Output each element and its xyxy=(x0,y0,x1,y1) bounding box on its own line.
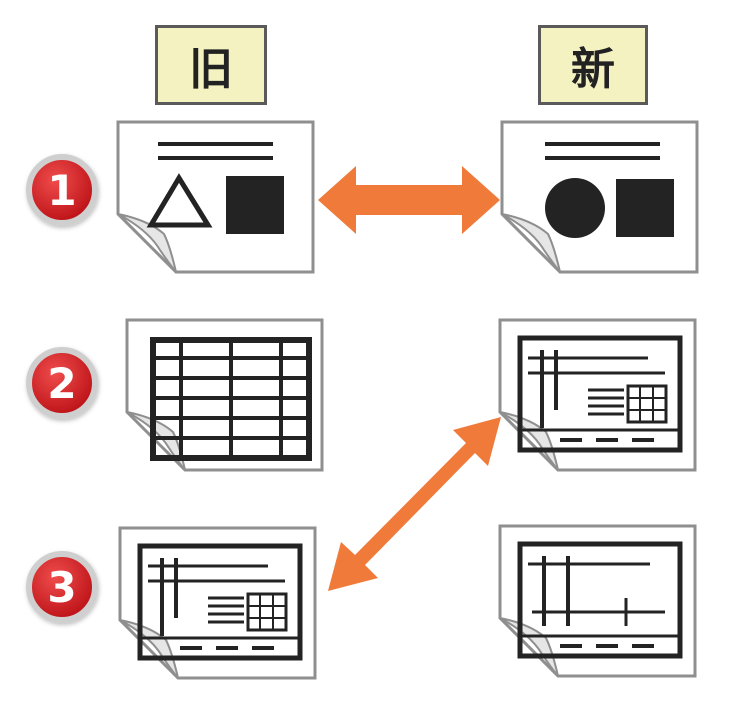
square-shape xyxy=(616,179,674,237)
badge-1-number: 1 xyxy=(47,166,76,215)
new-doc-3 xyxy=(498,524,697,678)
double-arrow-2 xyxy=(328,417,501,591)
triangle-shape xyxy=(146,173,213,228)
new-doc-1 xyxy=(500,120,699,274)
square-shape xyxy=(226,176,284,234)
old-doc-3 xyxy=(118,526,317,680)
badge-2-number: 2 xyxy=(47,359,76,408)
badge-3 xyxy=(26,551,98,623)
badge-2 xyxy=(26,347,98,419)
new-doc-2 xyxy=(498,318,697,472)
old-header: 旧 xyxy=(155,25,267,105)
badge-1 xyxy=(26,154,98,226)
badge-3-number: 3 xyxy=(47,563,76,612)
old-doc-1 xyxy=(116,120,315,274)
old-doc-2 xyxy=(125,318,324,472)
double-arrow-1 xyxy=(318,166,500,234)
circle-shape xyxy=(545,178,605,238)
grid-table xyxy=(150,337,312,461)
new-header: 新 xyxy=(538,25,648,105)
